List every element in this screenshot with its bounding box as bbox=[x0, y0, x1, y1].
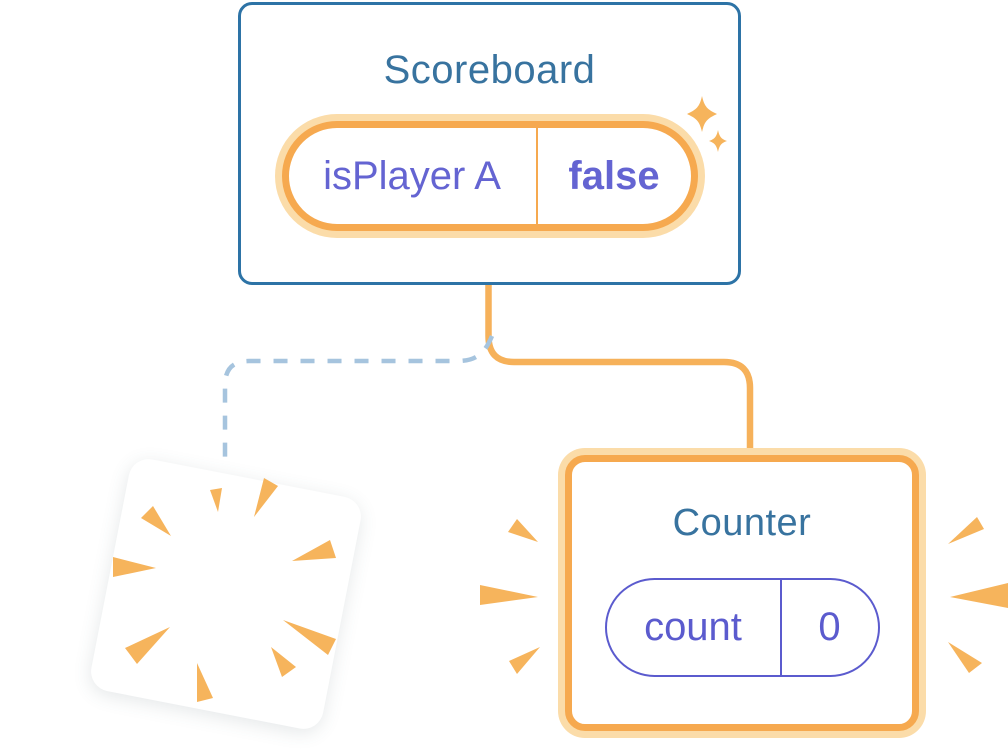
state-value-label: false bbox=[568, 153, 660, 198]
count-key-label: count bbox=[644, 604, 742, 649]
counter-state-pill: count 0 bbox=[604, 577, 880, 677]
pill-divider bbox=[779, 579, 782, 675]
counter-title: Counter bbox=[672, 502, 812, 544]
connector-orange-line bbox=[485, 283, 754, 452]
sparkle-icon bbox=[687, 96, 727, 152]
scoreboard-card: Scoreboard isPlayer A false bbox=[238, 2, 741, 285]
connector-dashed-line bbox=[222, 335, 495, 461]
scoreboard-state-pill: isPlayer A false bbox=[281, 121, 698, 231]
counter-card: Counter count 0 bbox=[565, 455, 919, 731]
pill-divider bbox=[535, 128, 538, 224]
counter-spark-left-icon bbox=[480, 519, 540, 674]
counter-spark-right-icon bbox=[948, 517, 1008, 673]
burst-icon bbox=[113, 478, 336, 702]
scoreboard-title: Scoreboard bbox=[383, 48, 596, 92]
count-value-label: 0 bbox=[818, 604, 841, 649]
state-key-label: isPlayer A bbox=[323, 153, 501, 198]
